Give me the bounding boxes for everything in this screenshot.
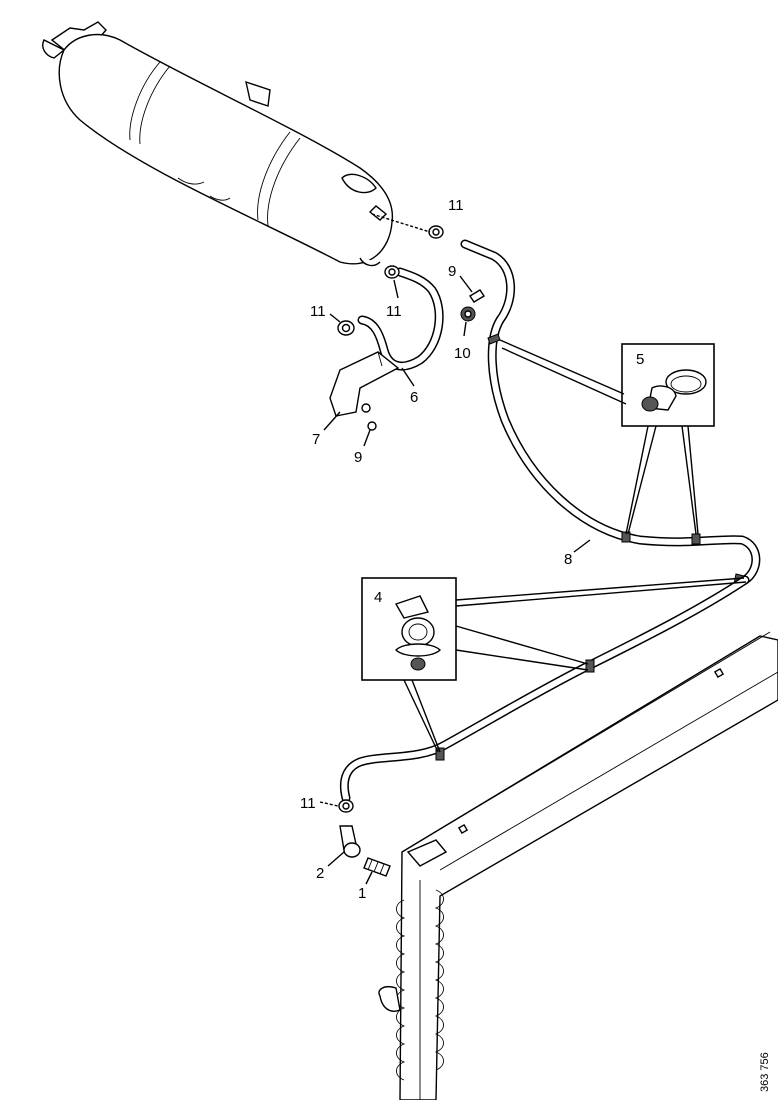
callout-11-lower: 11 (300, 795, 316, 812)
callout-11-top: 11 (448, 197, 464, 214)
callout-6: 6 (410, 389, 418, 406)
leader-9-top (459, 275, 473, 293)
elbow-2 (339, 825, 361, 858)
callout-4: 4 (374, 589, 382, 606)
reference-number: 363 756 (759, 1052, 771, 1092)
union-1 (363, 857, 391, 877)
leader-5-f (687, 425, 699, 535)
callout-9-top: 9 (448, 263, 456, 280)
leader-4-c (455, 625, 589, 665)
callout-8: 8 (564, 551, 572, 568)
callout-10: 10 (454, 345, 471, 362)
leader-8 (573, 539, 591, 553)
nut-10 (460, 306, 476, 322)
callout-9-low: 9 (354, 449, 362, 466)
leader-7 (323, 411, 341, 431)
leader-11-left (329, 313, 341, 323)
callout-7: 7 (312, 431, 320, 448)
callout-1: 1 (358, 885, 366, 902)
tank (42, 21, 394, 267)
bracket-7 (329, 351, 400, 431)
fitting-11-left (337, 320, 355, 336)
fitting-11-top (428, 225, 444, 239)
leader-4-a (455, 577, 745, 601)
callout-2: 2 (316, 865, 324, 882)
leader-4-f (411, 679, 441, 753)
tube-lower (339, 575, 750, 803)
leader-5-b (501, 347, 627, 405)
leader-1 (365, 871, 373, 885)
leader-5-d (627, 425, 657, 535)
fitting-11-mid (384, 265, 400, 279)
callout-11-mid: 11 (386, 303, 402, 320)
leader-4-e (403, 679, 439, 753)
leader-4-d (455, 649, 589, 671)
leader-5-c (625, 425, 649, 535)
leader-6 (401, 367, 415, 387)
leader-5-a (499, 339, 625, 395)
hose-6 (357, 267, 444, 371)
leader-5-e (681, 425, 697, 535)
leader-11-top (371, 213, 431, 233)
leader-4-b (455, 581, 747, 607)
frame-rail (378, 631, 778, 1100)
leader-11-lower (319, 801, 339, 807)
callout-11-left: 11 (310, 303, 326, 320)
detail-box-4 (361, 577, 457, 681)
leader-2 (327, 851, 345, 867)
fitting-11-lower (338, 799, 354, 813)
leader-10 (463, 321, 467, 337)
bolt-9-top (469, 289, 485, 303)
leader-9-low (363, 429, 371, 447)
leader-11-mid (393, 279, 399, 299)
detail-box-5 (621, 343, 715, 427)
callout-5: 5 (636, 351, 644, 368)
